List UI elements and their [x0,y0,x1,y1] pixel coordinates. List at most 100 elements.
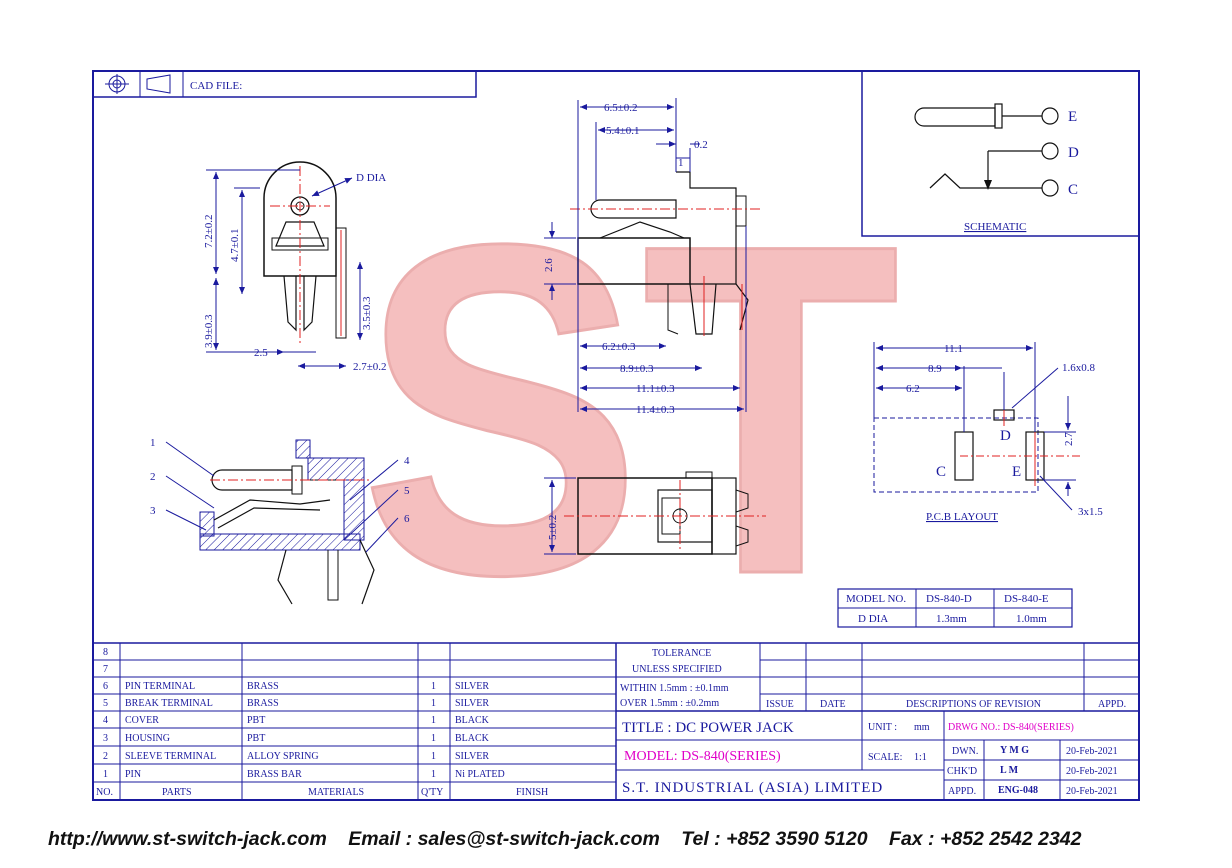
cad-file-header: CAD FILE: [92,70,477,98]
tolerance-over: OVER 1.5mm : ±0.2mm [620,698,719,709]
email-text[interactable]: Email : sales@st-switch-jack.com [348,828,660,850]
callout-5: 5 [404,485,410,497]
parts-row-finish: BLACK [455,733,490,744]
dim-5-4: 5.4±0.1 [606,125,640,137]
parts-row-no: 4 [103,715,108,726]
approval-date-dwn: 20-Feb-2021 [1066,746,1118,757]
callout-3: 3 [150,505,156,517]
callout-1: 1 [150,437,156,449]
parts-list: 8 7 6 PIN TERMINAL BRASS 1 SILVER 5 BREA… [93,642,1139,800]
parts-row-qty: 1 [431,769,436,780]
parts-row-finish: SILVER [455,751,489,762]
parts-row-finish: SILVER [455,698,489,709]
pcb-pad-e: E [1012,464,1021,480]
model-row-label: D DIA [858,613,888,625]
parts-row-material: PBT [247,733,265,744]
model-row-e: 1.0mm [1016,613,1047,625]
unit-value: mm [914,722,930,733]
dim-11-4: 11.4±0.3 [636,404,675,416]
dim-8-9: 8.9±0.3 [620,363,654,375]
tolerance-subtitle: UNLESS SPECIFIED [632,664,722,675]
tolerance-block: TOLERANCE UNLESS SPECIFIED WITHIN 1.5mm … [616,643,1139,712]
drawing-title: TITLE : DC POWER JACK [622,720,794,736]
parts-row-qty: 1 [431,733,436,744]
dim-4-7: 4.7±0.1 [229,228,241,262]
schematic-pin-d: D [1068,145,1079,161]
model-header-model-no: MODEL NO. [846,593,906,605]
parts-row-qty: 1 [431,681,436,692]
pcb-pad-c: C [936,464,946,480]
dim-6-5: 6.5±0.2 [604,102,638,114]
pcb-dim-6-2: 6.2 [906,383,920,395]
first-angle-projection-icon [105,74,171,94]
parts-row-finish: BLACK [455,715,490,726]
front-view: 5±0.2 [544,471,766,555]
parts-row-material: PBT [247,715,265,726]
schematic-title: SCHEMATIC [964,221,1026,233]
dim-6-2: 6.2±0.3 [602,341,636,353]
dim-3-5: 3.5±0.3 [361,296,373,330]
parts-header-materials: MATERIALS [308,787,364,798]
fax-text: Fax : +852 2542 2342 [889,828,1082,850]
cad-file-label: CAD FILE: [190,80,242,92]
parts-row-part: COVER [125,715,159,726]
parts-row-finish: Ni PLATED [455,769,505,780]
website-link[interactable]: http://www.st-switch-jack.com [48,828,327,850]
parts-row-part: HOUSING [125,733,170,744]
dim-1: 1 [678,157,684,169]
approval-name-appd: ENG-048 [998,785,1038,796]
parts-row-no: 8 [103,647,108,658]
revision-header-appd: APPD. [1098,699,1126,710]
schematic-pin-e: E [1068,109,1077,125]
parts-row-qty: 1 [431,751,436,762]
company-name: S.T. INDUSTRIAL (ASIA) LIMITED [622,780,883,796]
pcb-dim-2-7: 2.7 [1063,432,1075,446]
approval-date-appd: 20-Feb-2021 [1066,786,1118,797]
top-view: 6.5±0.2 5.4±0.1 0.2 1 2.6 6.2±0.3 8.9±0.… [543,98,760,416]
callout-2: 2 [150,471,156,483]
model-header-d: DS-840-D [926,593,972,605]
approval-label-appd: APPD. [948,786,976,797]
parts-row-qty: 1 [431,715,436,726]
pcb-layout: 11.1 8.9 6.2 1.6x0.8 2.7 3x1.5 D C E P.C… [873,342,1103,523]
schematic-box: E D C SCHEMATIC [861,70,1140,237]
parts-row-material: BRASS BAR [247,769,302,780]
parts-row-qty: 1 [431,698,436,709]
d-dia-label: D DIA [356,172,386,184]
dim-3-9: 3.9±0.3 [203,314,215,348]
pcb-dim-3x1-5: 3x1.5 [1078,506,1103,518]
parts-row-part: PIN [125,769,141,780]
parts-row-no: 1 [103,769,108,780]
model-header-e: DS-840-E [1004,593,1049,605]
scale-label: SCALE: [868,752,902,763]
parts-row-part: BREAK TERMINAL [125,698,213,709]
dim-2-6: 2.6 [543,258,555,272]
parts-row-no: 6 [103,681,108,692]
parts-row-no: 2 [103,751,108,762]
schematic-pin-c: C [1068,182,1078,198]
approval-label-dwn: DWN. [952,746,978,757]
pcb-pad-d: D [1000,428,1011,444]
dim-0-2: 0.2 [694,139,708,151]
unit-label: UNIT : [868,722,897,733]
parts-row-finish: SILVER [455,681,489,692]
revision-header-date: DATE [820,699,846,710]
cross-section-view: 1 2 3 4 5 6 [150,437,410,605]
dim-5: 5±0.2 [547,515,559,540]
parts-row-material: BRASS [247,681,279,692]
parts-row-no: 7 [103,664,108,675]
pcb-dim-1-6x0-8: 1.6x0.8 [1062,362,1096,374]
dim-2-7: 2.7±0.2 [353,361,387,373]
dim-7-2: 7.2±0.2 [203,214,215,248]
callout-6: 6 [404,513,410,525]
approval-date-chkd: 20-Feb-2021 [1066,766,1118,777]
phone-text: Tel : +852 3590 5120 [681,828,868,850]
parts-header-parts: PARTS [162,787,192,798]
revision-header-issue: ISSUE [766,699,794,710]
approval-label-chkd: CHK'D [947,766,977,777]
approval-name-chkd: L M [1000,765,1019,776]
approval-name-dwn: Y M G [1000,745,1029,756]
dim-11-1: 11.1±0.3 [636,383,675,395]
revision-block: ISSUE DATE DESCRIPTIONS OF REVISION APPD… [760,643,1139,711]
